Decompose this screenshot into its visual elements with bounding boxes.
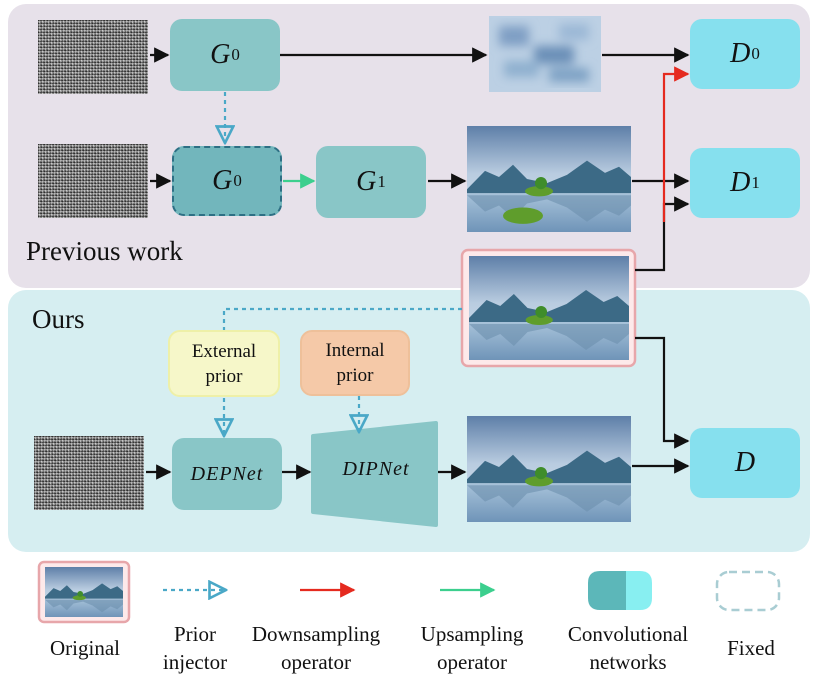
noise-input-ours — [34, 436, 144, 510]
dipnet-label: DIPNet — [342, 458, 410, 480]
noise-input-row2 — [38, 144, 148, 218]
previous-work-title: Previous work — [26, 236, 183, 266]
legend-conv-swatch — [588, 571, 652, 610]
original-image — [469, 256, 629, 360]
depnet-box: DEPNet — [172, 438, 282, 510]
legend-original-label: Original — [50, 636, 120, 660]
legend-original-image — [45, 567, 123, 617]
noise-input-row1 — [38, 20, 148, 94]
blurry-output-image — [489, 16, 601, 92]
legend-fixed-label: Fixed — [727, 636, 775, 660]
discriminator-d: D — [690, 428, 800, 498]
g1-output-image — [467, 126, 631, 232]
ours-output-image — [467, 416, 631, 522]
legend-fixed-swatch — [715, 570, 781, 612]
ours-title: Ours — [32, 304, 85, 334]
dipnet-shape — [311, 421, 438, 527]
